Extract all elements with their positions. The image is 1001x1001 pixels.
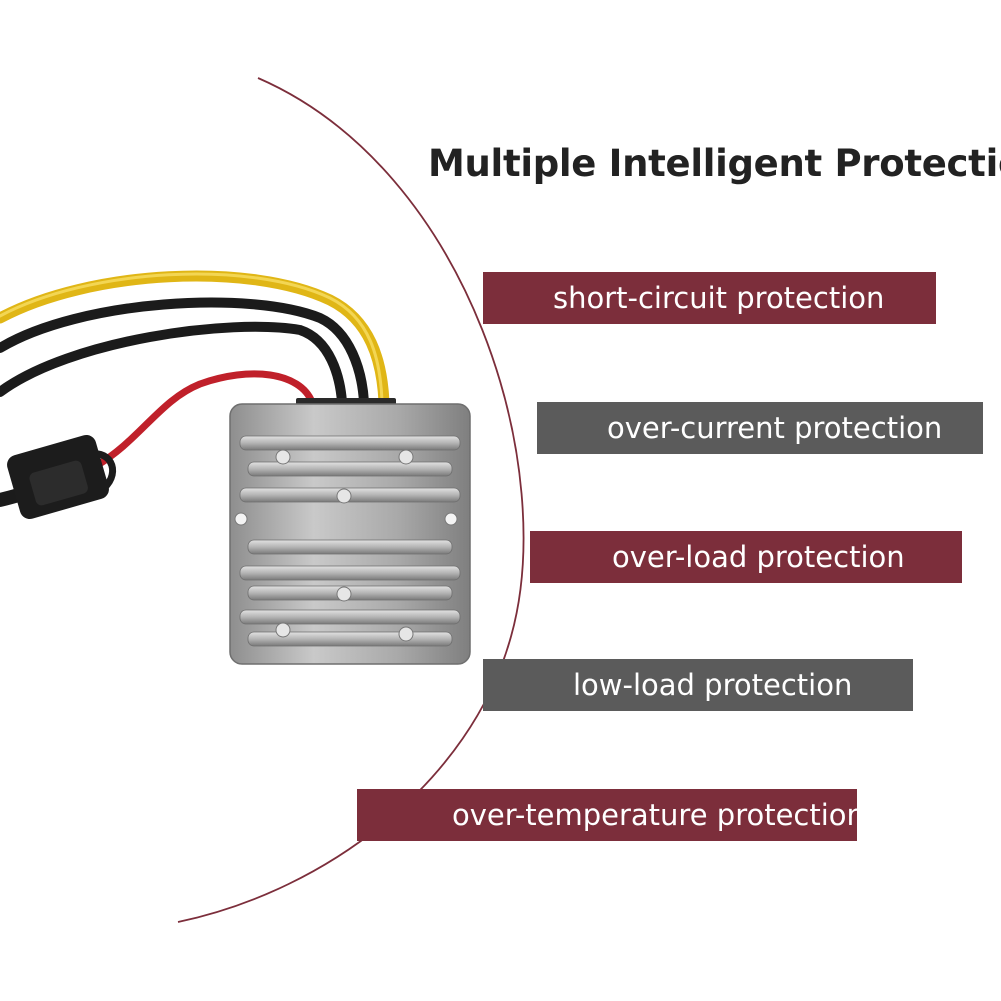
divider-arc — [177, 77, 525, 923]
black-wire-upper — [0, 297, 369, 407]
feature-bar-over-temperature: over-temperature protection — [357, 789, 865, 841]
black-wire-lower — [0, 321, 347, 407]
feature-bar-over-current: over-current protection — [537, 402, 983, 454]
heatsink-fin — [239, 565, 461, 581]
feature-bar-short-circuit: short-circuit protection — [483, 272, 936, 324]
yellow-wire-highlight — [0, 272, 384, 402]
feature-label: low-load protection — [573, 668, 853, 702]
heatsink-fins — [239, 435, 461, 647]
feature-label: over-current protection — [607, 411, 943, 445]
fuse-holder — [7, 434, 117, 520]
feature-label: short-circuit protection — [553, 281, 885, 315]
heatsink-fin — [239, 435, 461, 451]
heatsink-fin — [239, 609, 461, 625]
heatsink-fin — [247, 539, 453, 555]
feature-bar-over-load: over-load protection — [530, 531, 962, 583]
converter-body — [229, 403, 471, 665]
red-wire — [92, 370, 316, 470]
feature-label: over-temperature protection — [452, 798, 865, 832]
heatsink-fin — [247, 461, 453, 477]
screws — [275, 449, 414, 642]
feature-label: over-load protection — [612, 540, 905, 574]
feature-bar-low-load: low-load protection — [483, 659, 913, 711]
headline: Multiple Intelligent Protection — [428, 142, 1001, 185]
